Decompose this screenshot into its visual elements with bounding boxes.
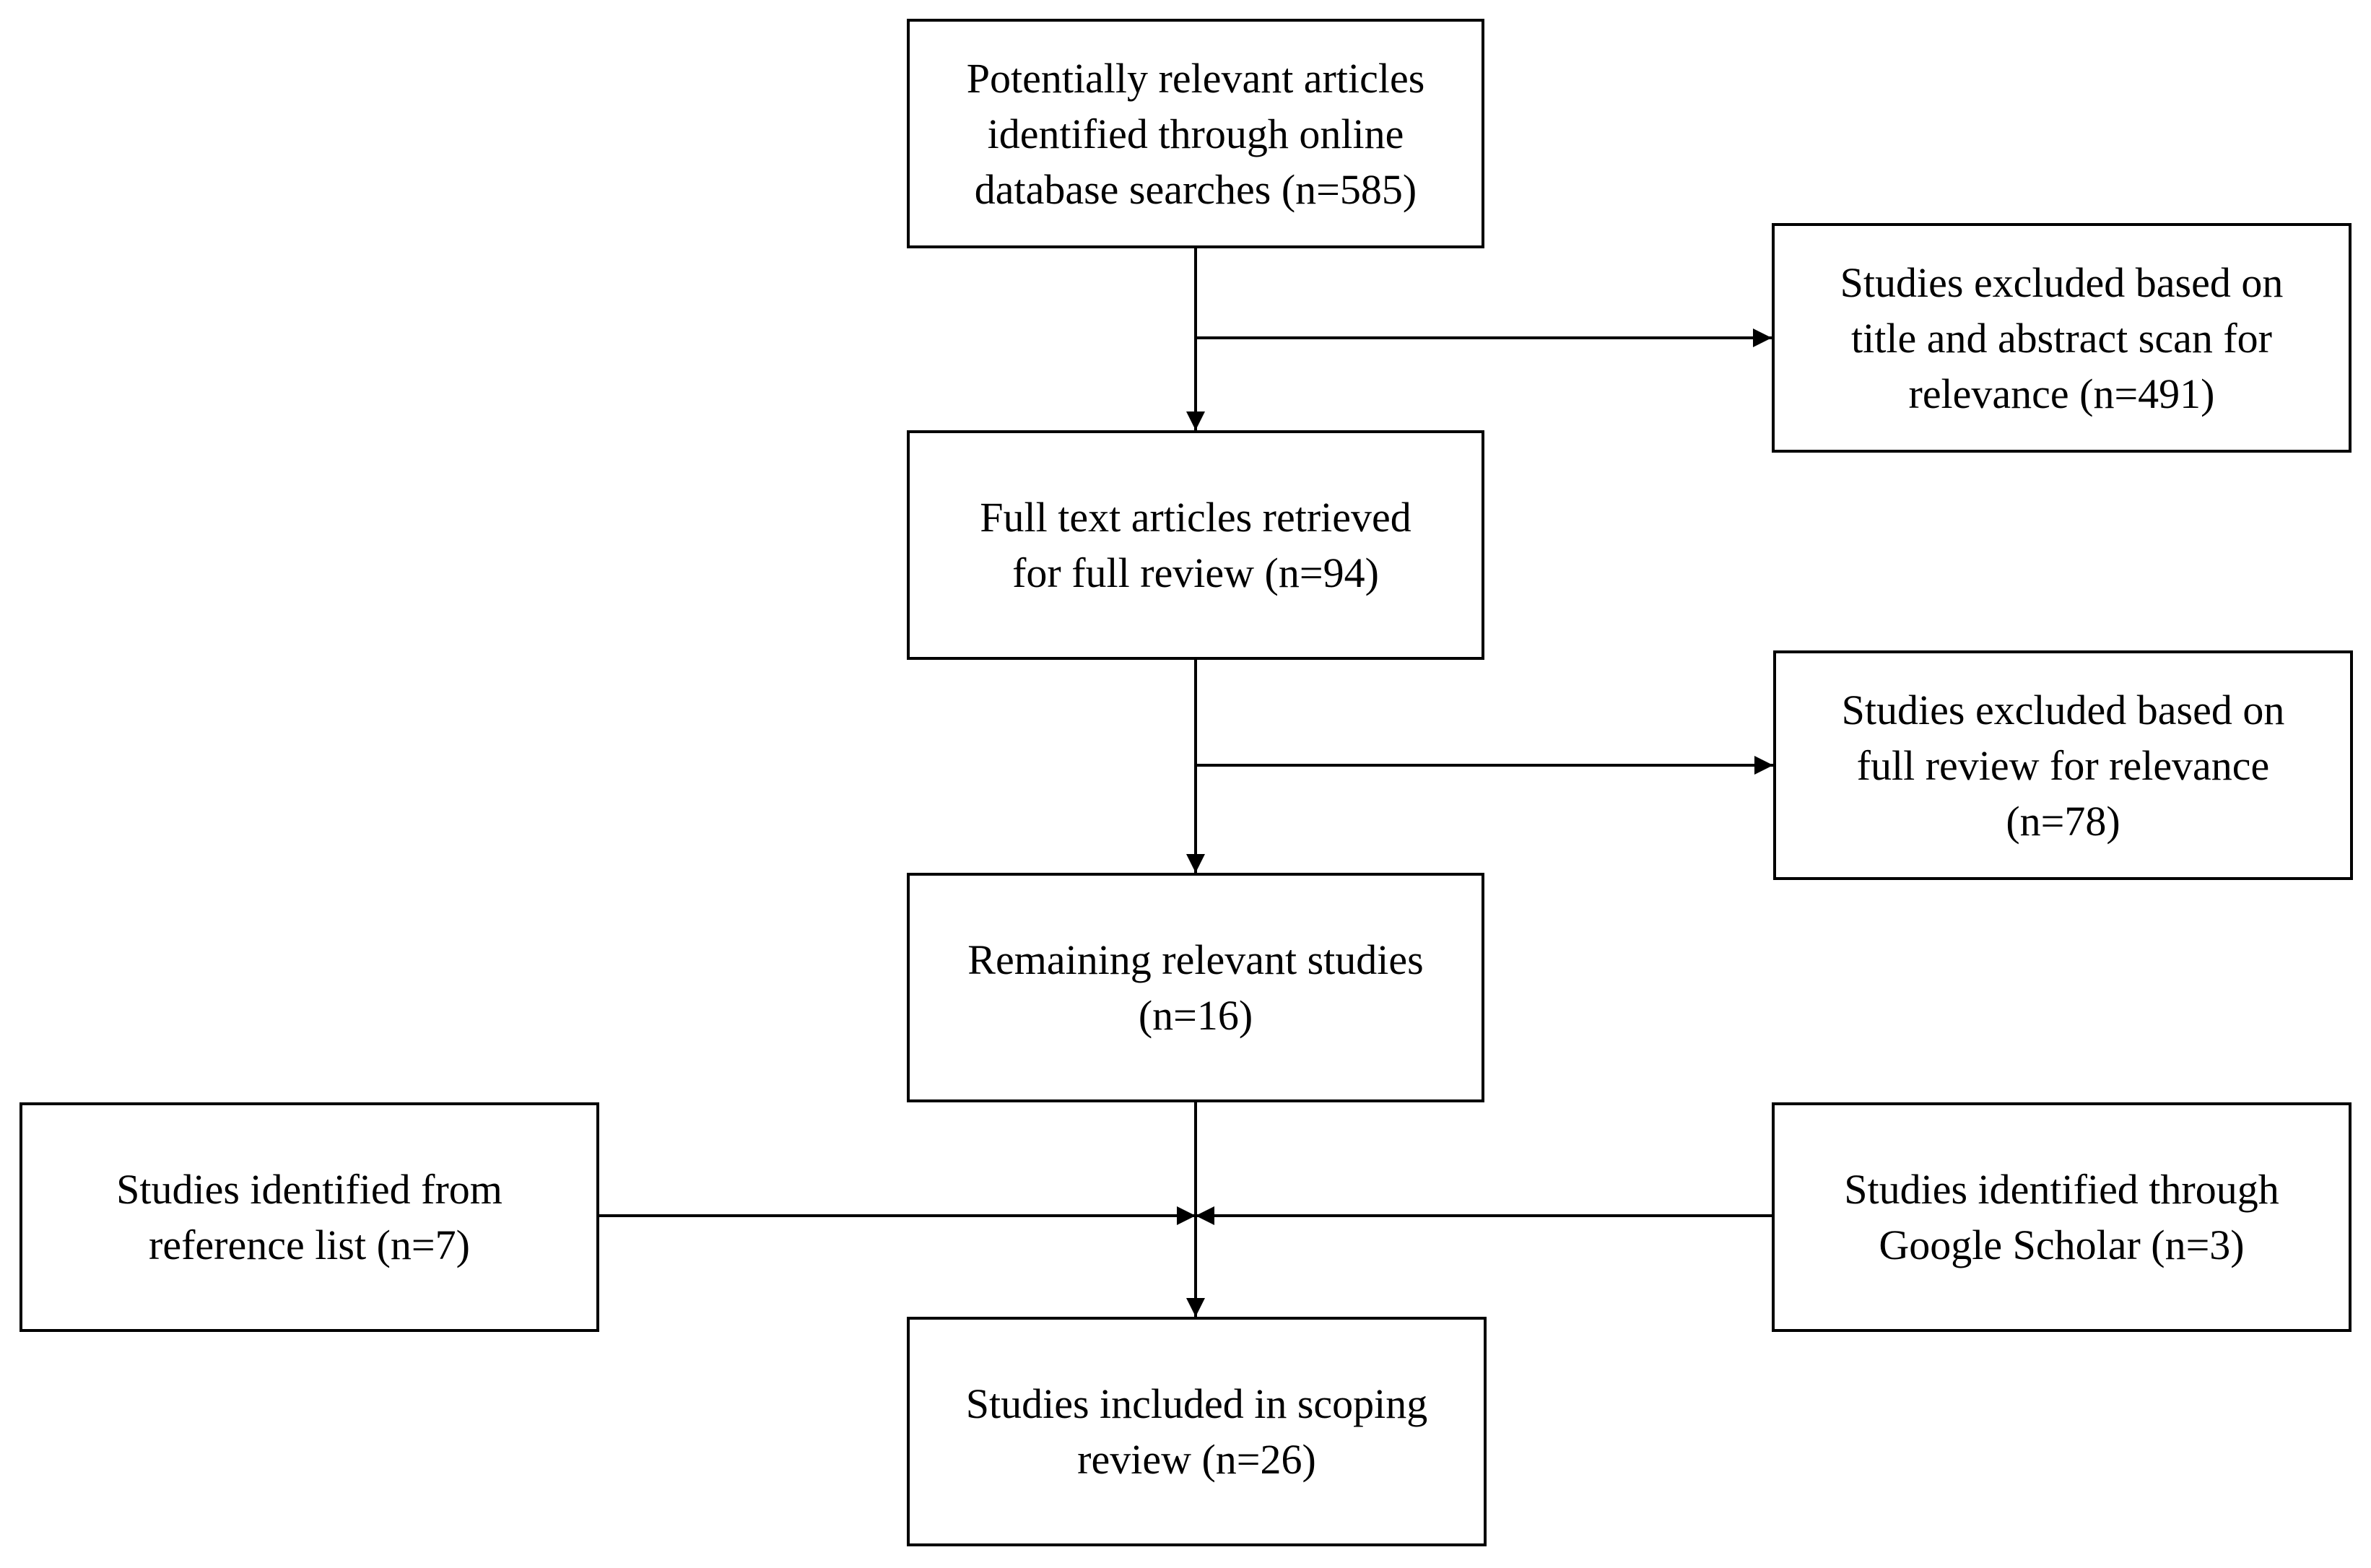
box-remaining-text: Remaining relevant studies (n=16): [967, 936, 1424, 1039]
box-full-text-text: Full text articles retrieved for full re…: [980, 494, 1411, 596]
box-reference-list-text: Studies identified from reference list (…: [116, 1166, 503, 1268]
box-remaining: Remaining relevant studies (n=16): [907, 873, 1484, 1102]
box-excluded-full-review: Studies excluded based on full review fo…: [1773, 650, 2353, 880]
box-excluded-full-review-text: Studies excluded based on full review fo…: [1841, 686, 2285, 845]
box-included-text: Studies included in scoping review (n=26…: [965, 1380, 1428, 1483]
box-included: Studies included in scoping review (n=26…: [907, 1317, 1487, 1546]
box-google-scholar: Studies identified through Google Schola…: [1772, 1102, 2352, 1332]
box-reference-list: Studies identified from reference list (…: [19, 1102, 599, 1332]
box-full-text: Full text articles retrieved for full re…: [907, 430, 1484, 660]
box-excluded-title-abstract-text: Studies excluded based on title and abst…: [1840, 258, 2284, 417]
box-identified: Potentially relevant articles identified…: [907, 19, 1484, 248]
box-excluded-title-abstract: Studies excluded based on title and abst…: [1772, 223, 2352, 453]
box-google-scholar-text: Studies identified through Google Schola…: [1844, 1166, 2279, 1268]
box-identified-text: Potentially relevant articles identified…: [966, 54, 1425, 213]
